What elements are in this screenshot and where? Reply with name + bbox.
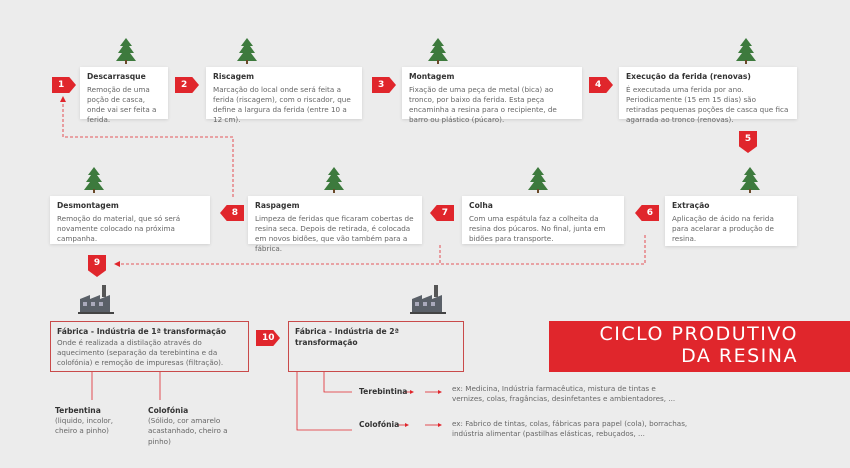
product-text: (liquido, incolor, cheiro a pinho) [55,416,113,436]
step-card-raspagem: Raspagem Limpeza de feridas que ficaram … [248,196,422,253]
step-number-badge: 8 [220,205,244,221]
title-line-2: DA RESINA [681,344,798,367]
step-title: Colha [469,201,493,210]
step-card-desmontagem: Desmontagem Remoção do material, que só … [50,196,210,244]
title-line-1: CICLO PRODUTIVO [599,323,798,345]
factory-2-box: Fábrica - Indústria de 2ª transformação [288,321,464,372]
step-card-riscagem: Riscagem Marcação do local onde será fei… [206,67,362,124]
product-terebintina-label: Terebintina [359,386,407,397]
step-text: Remoção do material, que só será novamen… [57,213,181,244]
step-text: Com uma espátula faz a colheita da resin… [469,213,606,244]
step-title: Montagem [409,72,455,81]
product-colofonia: Colofónia (Sólido, cor amarelo acastanha… [148,405,252,447]
product-title: Terebintina [359,387,408,396]
factory-2-title: Fábrica - Indústria de 2ª transformação [295,327,399,347]
pine-tree-icon [428,38,448,64]
step-number-badge: 6 [635,205,659,221]
pine-tree-icon [324,167,344,193]
step-number-badge: 9 [88,255,106,277]
product-title: Colofónia [148,406,189,415]
pine-tree-icon [740,167,760,193]
diagram-title: CICLO PRODUTIVO DA RESINA [549,321,850,372]
step-title: Raspagem [255,201,300,210]
product-title: Terbentina [55,406,101,415]
step-text: É executada uma ferida por ano. Periodic… [626,84,789,125]
pine-tree-icon [736,38,756,64]
step-title: Execução da ferida (renovas) [626,72,751,81]
product-colofonia-label: Colofónia [359,419,399,430]
factory-1-box: Fábrica - Indústria de 1ª transformação … [50,321,249,372]
step-number-badge: 4 [589,77,613,93]
step-number-badge: 1 [52,77,76,93]
step-card-colha: Colha Com uma espátula faz a colheita da… [462,196,624,244]
pine-tree-icon [116,38,136,64]
step-title: Descarrasque [87,72,146,81]
step-text: Remoção de uma poção de casca, onde vai … [87,84,157,125]
step-number-badge: 7 [430,205,454,221]
factory-icon [78,285,114,314]
step-number-badge: 5 [739,131,757,153]
factory-1-title: Fábrica - Indústria de 1ª transformação [57,327,227,336]
step-text: Aplicação de ácido na ferida para acelar… [672,213,774,244]
step-number-badge: 2 [175,77,199,93]
product-text: (Sólido, cor amarelo acastanhado, cheiro… [148,416,228,446]
product-terbentina: Terbentina (liquido, incolor, cheiro a p… [55,405,127,437]
pine-tree-icon [528,167,548,193]
factory-icon [410,285,446,314]
step-number-badge: 3 [372,77,396,93]
step-card-execucao: Execução da ferida (renovas) É executada… [619,67,797,124]
factory-1-text: Onde é realizada a distilação através do… [57,337,224,368]
step-text: Fixação de uma peça de metal (bica) ao t… [409,84,557,125]
step-text: Marcação do local onde será feita a feri… [213,84,351,125]
step-title: Desmontagem [57,201,119,210]
product-colofonia-uses: ex: Fabrico de tintas, colas, fábricas p… [452,419,688,439]
step-card-montagem: Montagem Fixação de uma peça de metal (b… [402,67,582,124]
pine-tree-icon [237,38,257,64]
step-text: Limpeza de feridas que ficaram cobertas … [255,213,414,254]
step-card-extracao: Extração Aplicação de ácido na ferida pa… [665,196,797,246]
step-number-badge: 10 [256,330,280,346]
pine-tree-icon [84,167,104,193]
step-title: Extração [672,201,710,210]
product-title: Colofónia [359,420,400,429]
step-card-descarrasque: Descarrasque Remoção de uma poção de cas… [80,67,168,124]
product-terebintina-uses: ex: Medicina, Indústria farmacêutica, mi… [452,384,676,404]
step-title: Riscagem [213,72,255,81]
